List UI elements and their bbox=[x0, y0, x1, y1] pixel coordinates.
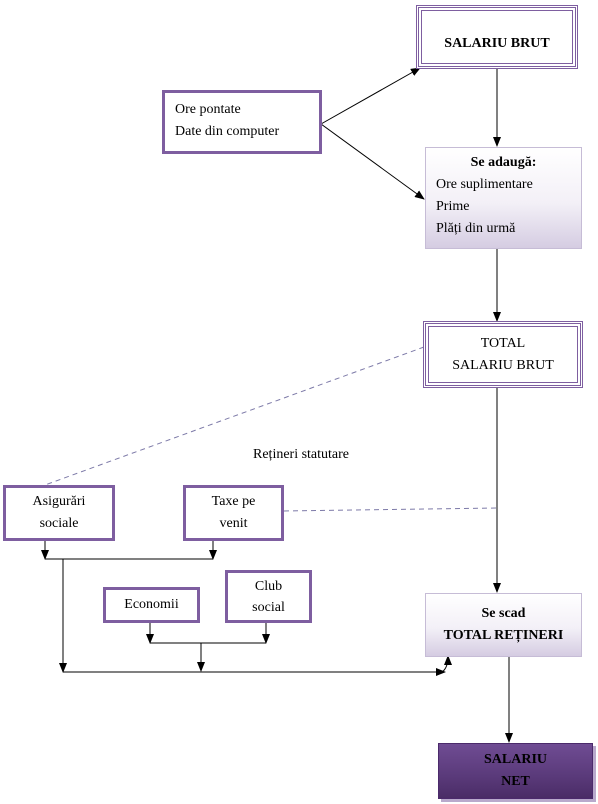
economii-box: Economii bbox=[103, 587, 200, 623]
club-line1: Club bbox=[254, 578, 283, 594]
total-salariu-brut-box: TOTAL SALARIU BRUT bbox=[423, 321, 583, 388]
total-line1: TOTAL bbox=[480, 335, 526, 351]
retineri-statutare-label: Rețineri statutare bbox=[253, 447, 350, 462]
arrow-ore-to-brut bbox=[320, 67, 421, 125]
asigurari-sociale-box: Asigurări sociale bbox=[3, 485, 115, 541]
se-scad-box: Se scad TOTAL REȚINERI bbox=[425, 593, 582, 657]
taxe-pe-venit-box: Taxe pe venit bbox=[183, 485, 284, 541]
total-line2: SALARIU BRUT bbox=[452, 357, 554, 373]
arrow-ore-to-adauga bbox=[320, 123, 425, 200]
economii-label: Economii bbox=[124, 597, 179, 612]
salariu-net-line2: NET bbox=[501, 774, 530, 789]
se-adauga-title: Se adaugă: bbox=[470, 155, 537, 170]
asigurari-line2: sociale bbox=[39, 516, 79, 531]
dashed-taxe-to-axis bbox=[283, 507, 498, 512]
se-scad-line1: Se scad bbox=[481, 606, 526, 621]
club-line2: social bbox=[252, 599, 285, 615]
ore-pontate-line1: Ore pontate bbox=[175, 102, 241, 117]
taxe-line1: Taxe pe bbox=[211, 494, 256, 509]
club-social-box: Club social bbox=[225, 570, 312, 623]
asigurari-line1: Asigurări bbox=[32, 494, 86, 509]
ore-pontate-box: Ore pontate Date din computer bbox=[162, 90, 322, 154]
salariu-brut-box: SALARIU BRUT bbox=[416, 5, 578, 69]
se-adauga-item-1: Ore suplimentare bbox=[436, 177, 533, 192]
se-adauga-box: Se adaugă: Ore suplimentare Prime Plăți … bbox=[425, 147, 582, 249]
salariu-net-box: SALARIU NET bbox=[438, 743, 593, 799]
se-adauga-item-2: Prime bbox=[436, 199, 470, 214]
salariu-brut-label: SALARIU BRUT bbox=[444, 36, 550, 51]
taxe-line2: venit bbox=[219, 516, 248, 531]
arrow-bottom-to-scad bbox=[441, 655, 452, 673]
dashed-total-to-asigurari bbox=[44, 346, 425, 486]
ore-pontate-line2: Date din computer bbox=[175, 124, 280, 139]
se-scad-line2: TOTAL REȚINERI bbox=[443, 628, 564, 643]
se-adauga-item-3: Plăți din urmă bbox=[436, 221, 516, 236]
salariu-net-line1: SALARIU bbox=[483, 752, 547, 767]
